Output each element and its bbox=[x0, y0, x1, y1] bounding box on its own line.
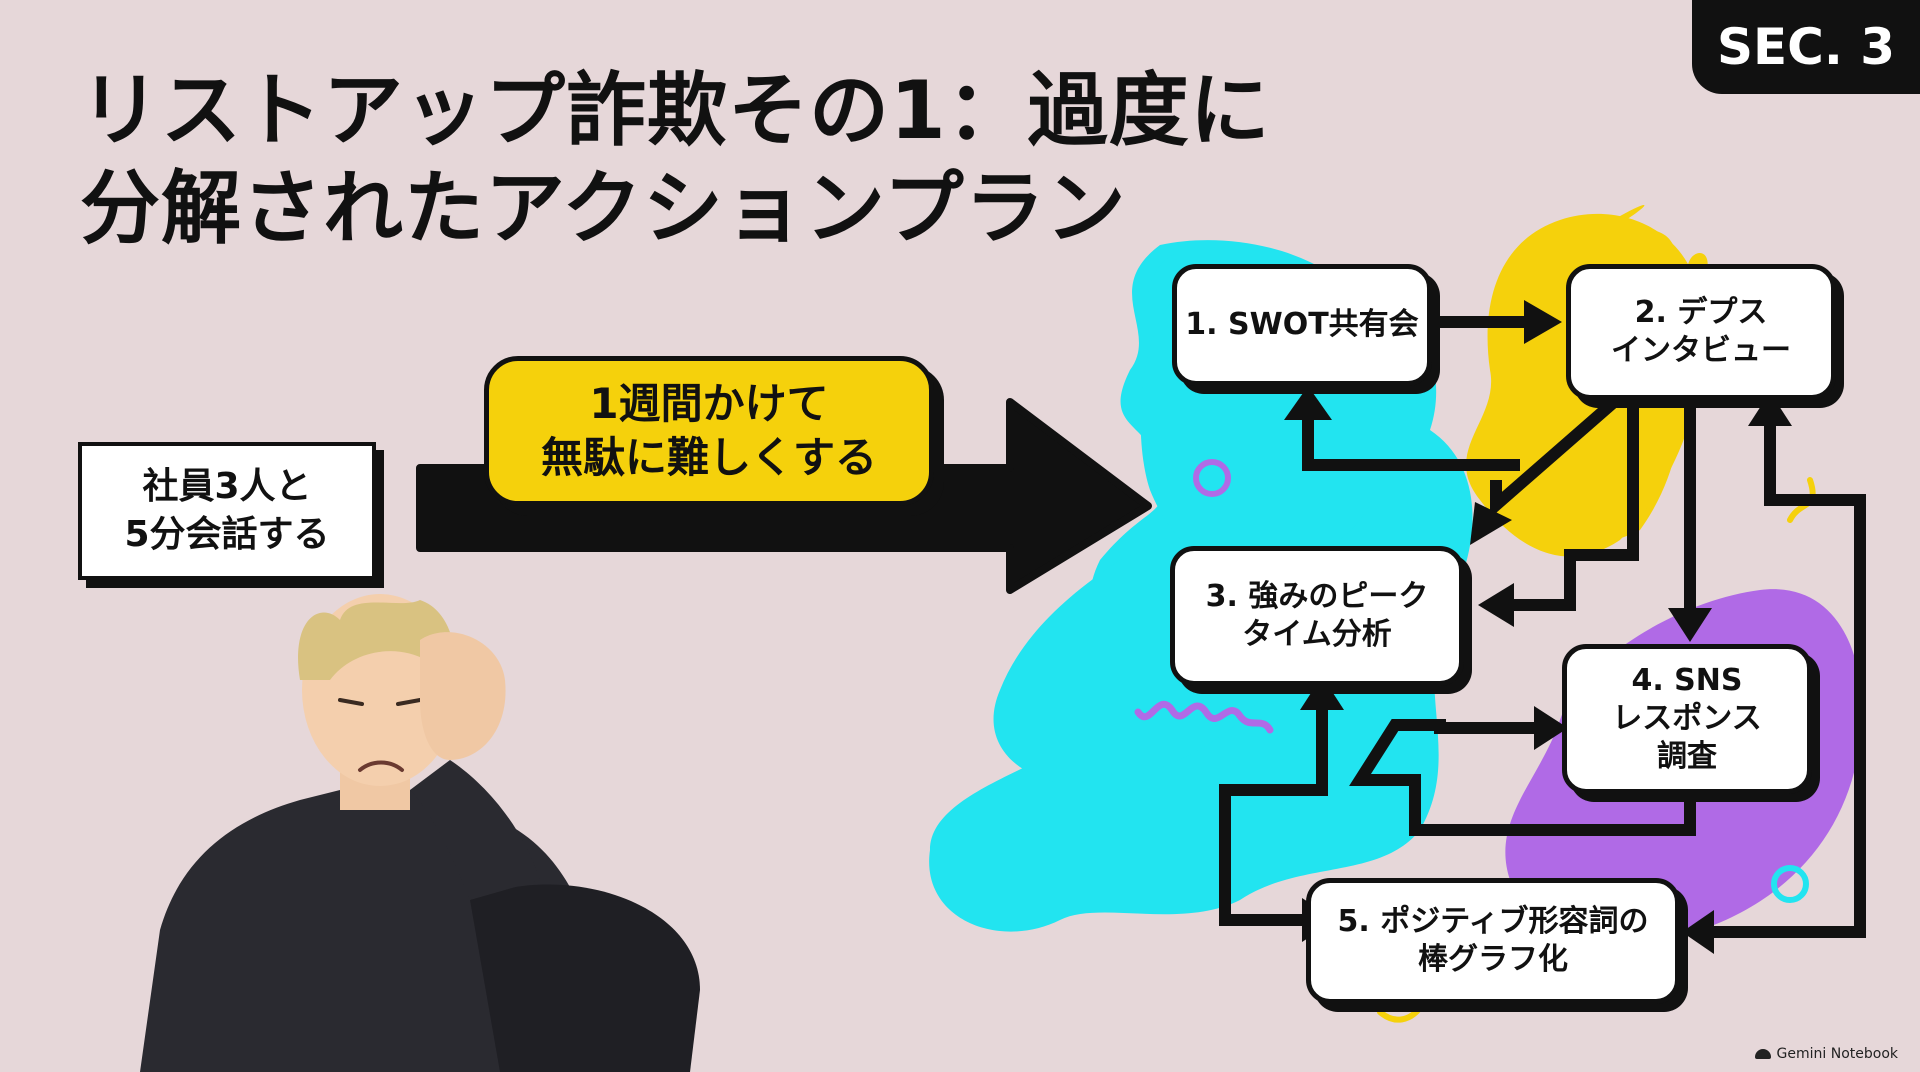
yellow-pill-label: 1週間かけて 無駄に難しくする bbox=[484, 356, 934, 506]
node-4-line-3: 調査 bbox=[1657, 739, 1717, 774]
node-3-line-2: タイム分析 bbox=[1242, 617, 1392, 652]
arrowhead-to-2b bbox=[1748, 392, 1792, 426]
arrowhead-to-5b bbox=[1682, 910, 1714, 954]
title-line-1: リストアップ詐欺その1：過度に bbox=[80, 64, 1271, 157]
hair bbox=[298, 600, 457, 690]
watermark: Gemini Notebook bbox=[1754, 1046, 1898, 1062]
left-box-line-2: 5分会話する bbox=[124, 514, 330, 555]
connector-2-1 bbox=[1302, 410, 1520, 471]
node-1: 1. SWOT共有会 bbox=[1172, 264, 1432, 386]
node-4: 4. SNS レスポンス 調査 bbox=[1562, 644, 1812, 794]
cyan-ring bbox=[1771, 865, 1809, 903]
node-2-line-2: インタビュー bbox=[1611, 333, 1791, 368]
arrowhead-to-4 bbox=[1668, 608, 1712, 642]
node-5-line-1: 5. ポジティブ形容詞の bbox=[1337, 904, 1649, 939]
node-4-line-1: 4. SNS bbox=[1631, 663, 1743, 698]
node-3: 3. 強みのピーク タイム分析 bbox=[1170, 546, 1464, 686]
watermark-text: Gemini Notebook bbox=[1776, 1046, 1898, 1062]
arm bbox=[410, 760, 540, 900]
node-4-line-2: レスポンス bbox=[1612, 701, 1762, 736]
connector-2-3a bbox=[1490, 390, 1626, 519]
connector-4-2 bbox=[1764, 418, 1866, 760]
pill-line-2: 無駄に難しくする bbox=[540, 433, 877, 482]
title-line-2: 分解されたアクションプラン bbox=[80, 162, 1127, 255]
stressed-person-illustration bbox=[140, 594, 700, 1072]
page-title: リストアップ詐欺その1：過度に 分解されたアクションプラン bbox=[80, 62, 1271, 258]
arrowhead-to-3b bbox=[1478, 583, 1514, 627]
left-box-line-1: 社員3人と bbox=[142, 466, 312, 507]
pill-line-1: 1週間かけて bbox=[589, 379, 829, 428]
arrowhead-to-4b bbox=[1534, 706, 1568, 750]
node-5-line-2: 棒グラフ化 bbox=[1418, 942, 1568, 977]
yellow-squiggle bbox=[1377, 1005, 1423, 1023]
connector-3-5 bbox=[1219, 700, 1328, 926]
node-3-line-1: 3. 強みのピーク bbox=[1205, 579, 1429, 614]
section-badge: SEC. 3 bbox=[1692, 0, 1920, 94]
node-5: 5. ポジティブ形容詞の 棒グラフ化 bbox=[1306, 878, 1680, 1004]
arrowhead-to-3a bbox=[1470, 502, 1512, 545]
connector-2-3b bbox=[1510, 400, 1639, 611]
node-2-line-1: 2. デプス bbox=[1634, 295, 1768, 330]
arrowhead-to-3c bbox=[1300, 676, 1344, 710]
mouth bbox=[358, 760, 404, 772]
arrowhead-to-2 bbox=[1524, 300, 1562, 344]
arrowhead-to-1 bbox=[1284, 386, 1332, 420]
gemini-logo-icon bbox=[1754, 1049, 1771, 1059]
purple-squiggle bbox=[1134, 700, 1274, 734]
connector-4-3-loop bbox=[1349, 719, 1696, 836]
hand bbox=[420, 632, 506, 760]
eyes bbox=[338, 698, 422, 706]
node-2: 2. デプス インタビュー bbox=[1566, 264, 1836, 400]
connector-4-5 bbox=[1700, 760, 1866, 938]
purple-ring bbox=[1193, 459, 1231, 497]
node-1-line-1: 1. SWOT共有会 bbox=[1185, 307, 1419, 342]
left-box: 社員3人と 5分会話する bbox=[78, 442, 376, 580]
knee bbox=[470, 884, 700, 1072]
